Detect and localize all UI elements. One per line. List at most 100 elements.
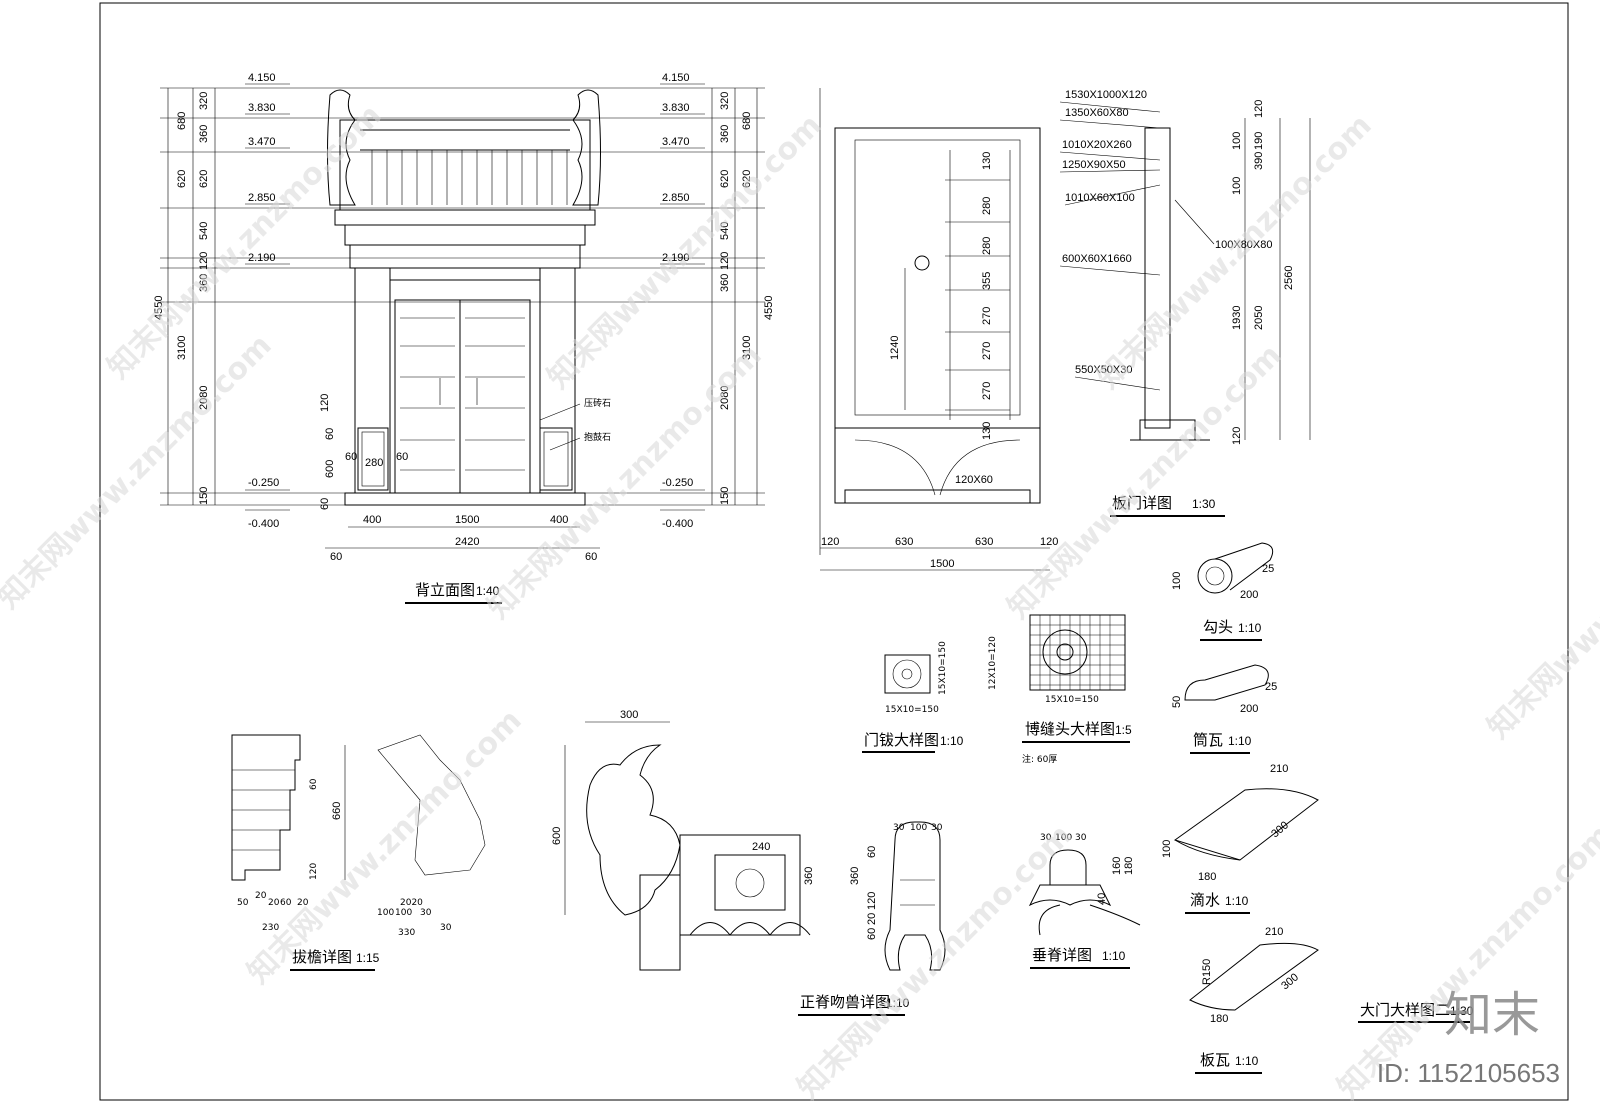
svg-text:3.470: 3.470 xyxy=(662,136,690,148)
svg-text:20: 20 xyxy=(297,898,309,908)
svg-text:知末网www.znzmo.com: 知末网www.znzmo.com xyxy=(1481,458,1600,746)
svg-text:1:10: 1:10 xyxy=(886,996,910,1010)
ridge-beast-detail: 300 600 240 360 正脊吻兽详图 1:10 xyxy=(551,709,910,1016)
plank-door-detail: 130 280 280 355 270 270 270 130 1240 120… xyxy=(819,88,1311,571)
svg-text:背立面图: 背立面图 xyxy=(415,581,475,599)
sheet-border xyxy=(99,2,1569,1101)
svg-text:门钹大样图: 门钹大样图 xyxy=(864,731,939,749)
svg-text:360: 360 xyxy=(803,867,815,885)
svg-text:12X10=120: 12X10=120 xyxy=(988,636,998,690)
svg-text:360: 360 xyxy=(198,274,210,292)
svg-text:60: 60 xyxy=(345,451,357,463)
svg-text:30: 30 xyxy=(420,908,432,918)
svg-text:100: 100 xyxy=(1231,132,1243,150)
svg-text:2560: 2560 xyxy=(1283,266,1295,290)
svg-text:2.190: 2.190 xyxy=(248,252,276,264)
svg-text:360: 360 xyxy=(849,867,861,885)
svg-text:1:10: 1:10 xyxy=(1228,734,1252,748)
svg-text:400: 400 xyxy=(550,514,568,526)
svg-text:1250X90X50: 1250X90X50 xyxy=(1062,159,1126,171)
svg-text:600: 600 xyxy=(324,460,336,478)
svg-text:60: 60 xyxy=(866,846,878,858)
svg-text:勾头: 勾头 xyxy=(1203,618,1233,636)
svg-text:620: 620 xyxy=(198,170,210,188)
svg-text:滴水: 滴水 xyxy=(1190,891,1220,909)
svg-text:60: 60 xyxy=(866,928,878,940)
svg-text:100: 100 xyxy=(1161,840,1173,858)
svg-text:230: 230 xyxy=(262,923,279,933)
svg-text:300: 300 xyxy=(620,709,638,721)
svg-text:270: 270 xyxy=(981,382,993,400)
id-tag: ID: 1152105653 xyxy=(1376,1058,1560,1088)
svg-text:2.190: 2.190 xyxy=(662,252,690,264)
svg-text:压砖石: 压砖石 xyxy=(584,397,611,409)
svg-text:130: 130 xyxy=(981,422,993,440)
rear-elevation: 4.150 3.830 3.470 2.850 2.190 -0.250 -0.… xyxy=(153,72,775,604)
svg-text:博缝头大样图: 博缝头大样图 xyxy=(1025,720,1115,738)
svg-text:270: 270 xyxy=(981,307,993,325)
svg-text:60: 60 xyxy=(396,451,408,463)
svg-text:620: 620 xyxy=(719,170,731,188)
svg-text:1500: 1500 xyxy=(930,558,954,570)
svg-text:150: 150 xyxy=(198,487,210,505)
svg-text:60: 60 xyxy=(309,778,319,790)
svg-text:60: 60 xyxy=(319,498,331,510)
svg-text:60: 60 xyxy=(585,551,597,563)
watermarks: 知末网www.znzmo.com 知末网www.znzmo.com 知末网www… xyxy=(0,98,1600,1106)
svg-text:1:10: 1:10 xyxy=(1102,949,1126,963)
svg-text:280: 280 xyxy=(365,457,383,469)
knob-and-bofeng: 15X10=150 15X10=150 门钹大样图 1:10 12X10=120… xyxy=(862,614,1132,765)
svg-text:正脊吻兽详图: 正脊吻兽详图 xyxy=(800,993,890,1011)
svg-text:板瓦: 板瓦 xyxy=(1200,1051,1230,1069)
svg-text:20: 20 xyxy=(866,913,878,925)
brand-logo: 知末 xyxy=(1443,987,1540,1043)
svg-text:100: 100 xyxy=(395,908,412,918)
svg-text:280: 280 xyxy=(981,197,993,215)
svg-text:390: 390 xyxy=(1253,152,1265,170)
svg-text:25: 25 xyxy=(1262,563,1274,575)
svg-text:680: 680 xyxy=(176,112,188,130)
svg-text:2.850: 2.850 xyxy=(248,192,276,204)
svg-text:30: 30 xyxy=(1075,833,1087,843)
svg-text:4550: 4550 xyxy=(763,296,775,320)
svg-text:280: 280 xyxy=(981,237,993,255)
svg-text:100: 100 xyxy=(910,823,927,833)
svg-text:4.150: 4.150 xyxy=(248,72,276,84)
svg-text:120: 120 xyxy=(821,536,839,548)
svg-text:2080: 2080 xyxy=(198,386,210,410)
svg-text:360: 360 xyxy=(198,125,210,143)
svg-text:25: 25 xyxy=(1265,681,1277,693)
svg-text:-0.250: -0.250 xyxy=(248,477,279,489)
svg-text:550X50X30: 550X50X30 xyxy=(1075,364,1133,376)
svg-text:120: 120 xyxy=(198,252,210,270)
svg-text:20: 20 xyxy=(268,898,280,908)
svg-text:200: 200 xyxy=(1240,589,1258,601)
svg-text:板门详图: 板门详图 xyxy=(1112,494,1172,512)
svg-text:60: 60 xyxy=(324,428,336,440)
svg-text:630: 630 xyxy=(895,536,913,548)
svg-text:200: 200 xyxy=(1240,703,1258,715)
svg-text:300: 300 xyxy=(1269,819,1291,840)
svg-text:1500: 1500 xyxy=(455,514,479,526)
svg-text:600: 600 xyxy=(551,827,563,845)
svg-text:-0.400: -0.400 xyxy=(248,518,279,530)
svg-text:355: 355 xyxy=(981,272,993,290)
svg-text:270: 270 xyxy=(981,342,993,360)
svg-text:1:15: 1:15 xyxy=(356,951,380,965)
svg-text:680: 680 xyxy=(741,112,753,130)
svg-text:130: 130 xyxy=(981,152,993,170)
svg-text:540: 540 xyxy=(198,222,210,240)
svg-text:630: 630 xyxy=(975,536,993,548)
svg-text:120: 120 xyxy=(1040,536,1058,548)
svg-text:1:5: 1:5 xyxy=(1115,723,1132,737)
svg-text:360: 360 xyxy=(719,125,731,143)
svg-text:1010X60X100: 1010X60X100 xyxy=(1065,192,1135,204)
svg-text:1:10: 1:10 xyxy=(1238,621,1262,635)
svg-text:垂脊详图: 垂脊详图 xyxy=(1032,946,1092,964)
svg-text:150: 150 xyxy=(719,487,731,505)
svg-text:3.830: 3.830 xyxy=(662,102,690,114)
svg-text:600X60X1660: 600X60X1660 xyxy=(1062,253,1132,265)
ridge-section: 30 100 30 360 60 120 20 60 xyxy=(849,821,946,971)
svg-text:15X10=150: 15X10=150 xyxy=(938,641,948,695)
